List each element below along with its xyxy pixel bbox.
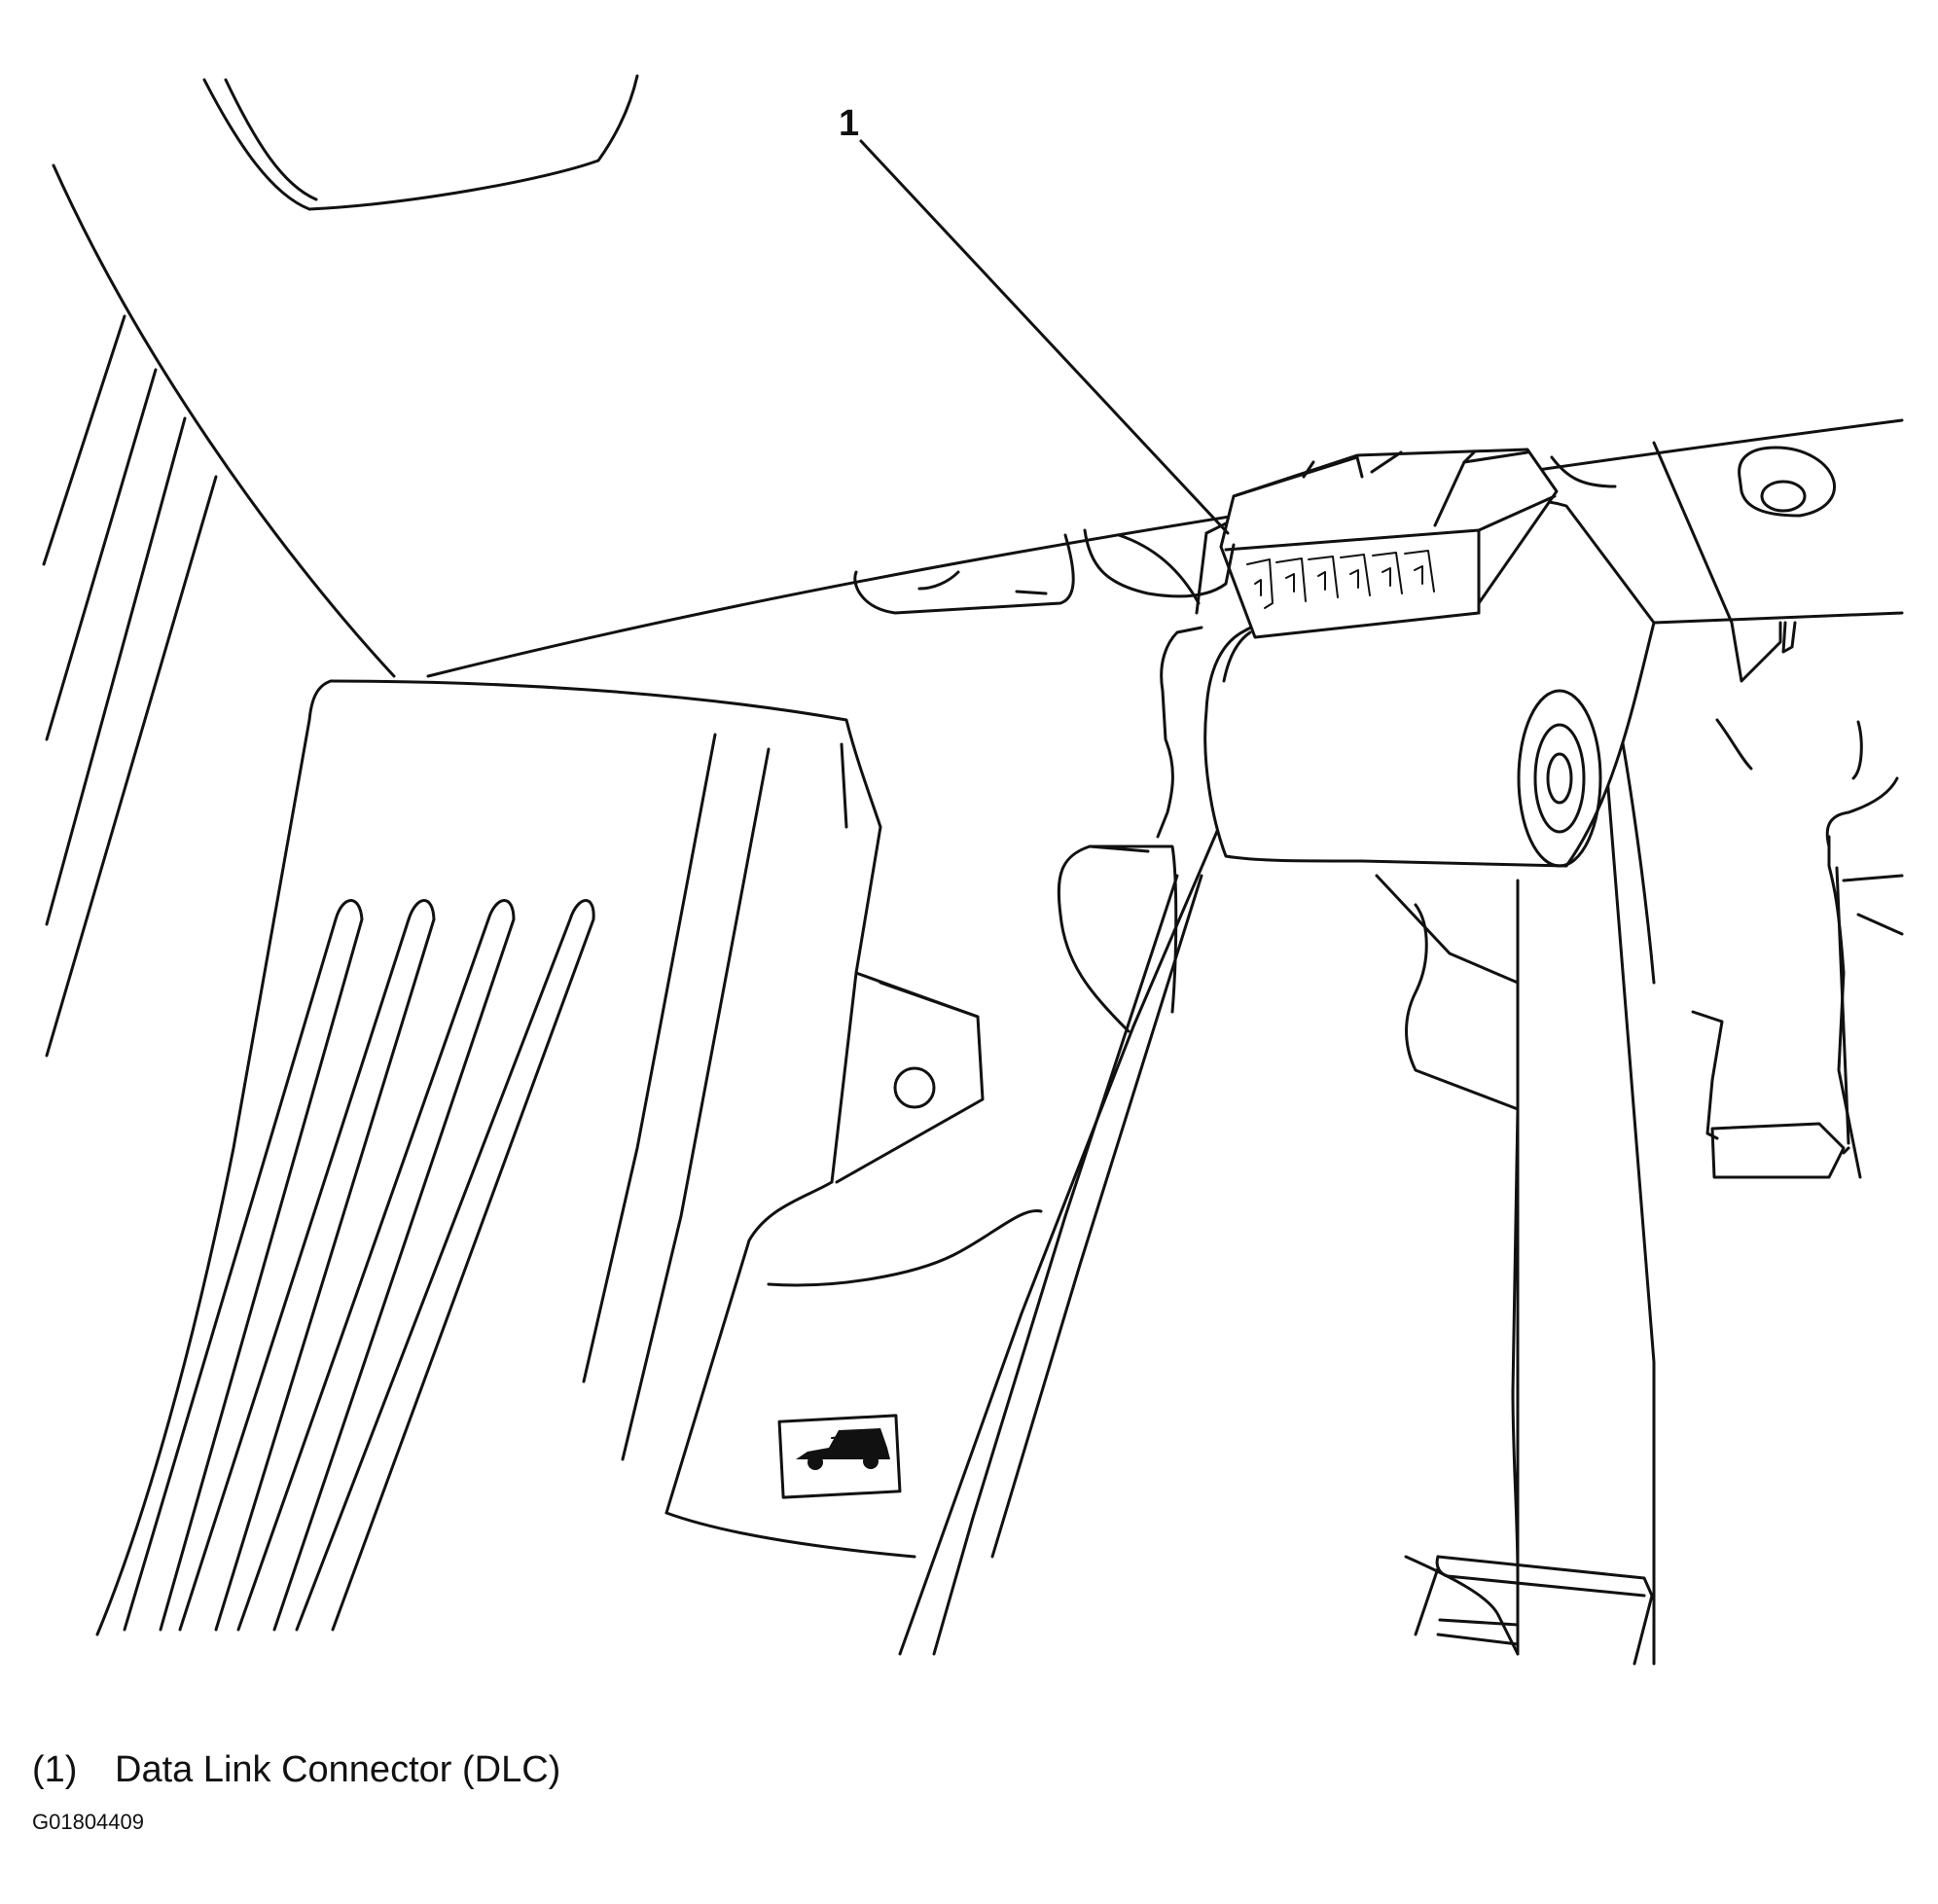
legend-number: (1) bbox=[32, 1749, 78, 1790]
knee-bolster-bracket bbox=[664, 825, 1043, 1559]
steering-column-shroud bbox=[202, 74, 639, 211]
figure-id: G01804409 bbox=[32, 1810, 144, 1834]
brake-pedal-pad bbox=[1414, 1555, 1654, 1666]
lower-trim-panel bbox=[95, 679, 882, 1636]
right-side-structures bbox=[1550, 441, 1904, 1179]
callout-leader-1 bbox=[859, 139, 1230, 535]
car-hood-release-icon bbox=[777, 1414, 902, 1499]
left-panel-ribs bbox=[42, 314, 218, 1058]
bracket-hole bbox=[893, 1066, 936, 1109]
column-pivot-boss bbox=[1517, 689, 1602, 868]
legend-entry-1: (1) Data Link Connector (DLC) bbox=[32, 1751, 560, 1788]
under-dash-trim bbox=[853, 528, 1252, 839]
callout-number-1: 1 bbox=[839, 103, 860, 144]
panel-grooves bbox=[123, 899, 595, 1632]
mounting-bolt bbox=[1738, 446, 1836, 518]
brake-pedal-arm bbox=[1375, 874, 1520, 1656]
dashboard-lower-edge bbox=[52, 163, 1904, 678]
legend-description: Data Link Connector (DLC) bbox=[115, 1749, 561, 1790]
data-link-connector bbox=[1219, 448, 1559, 639]
